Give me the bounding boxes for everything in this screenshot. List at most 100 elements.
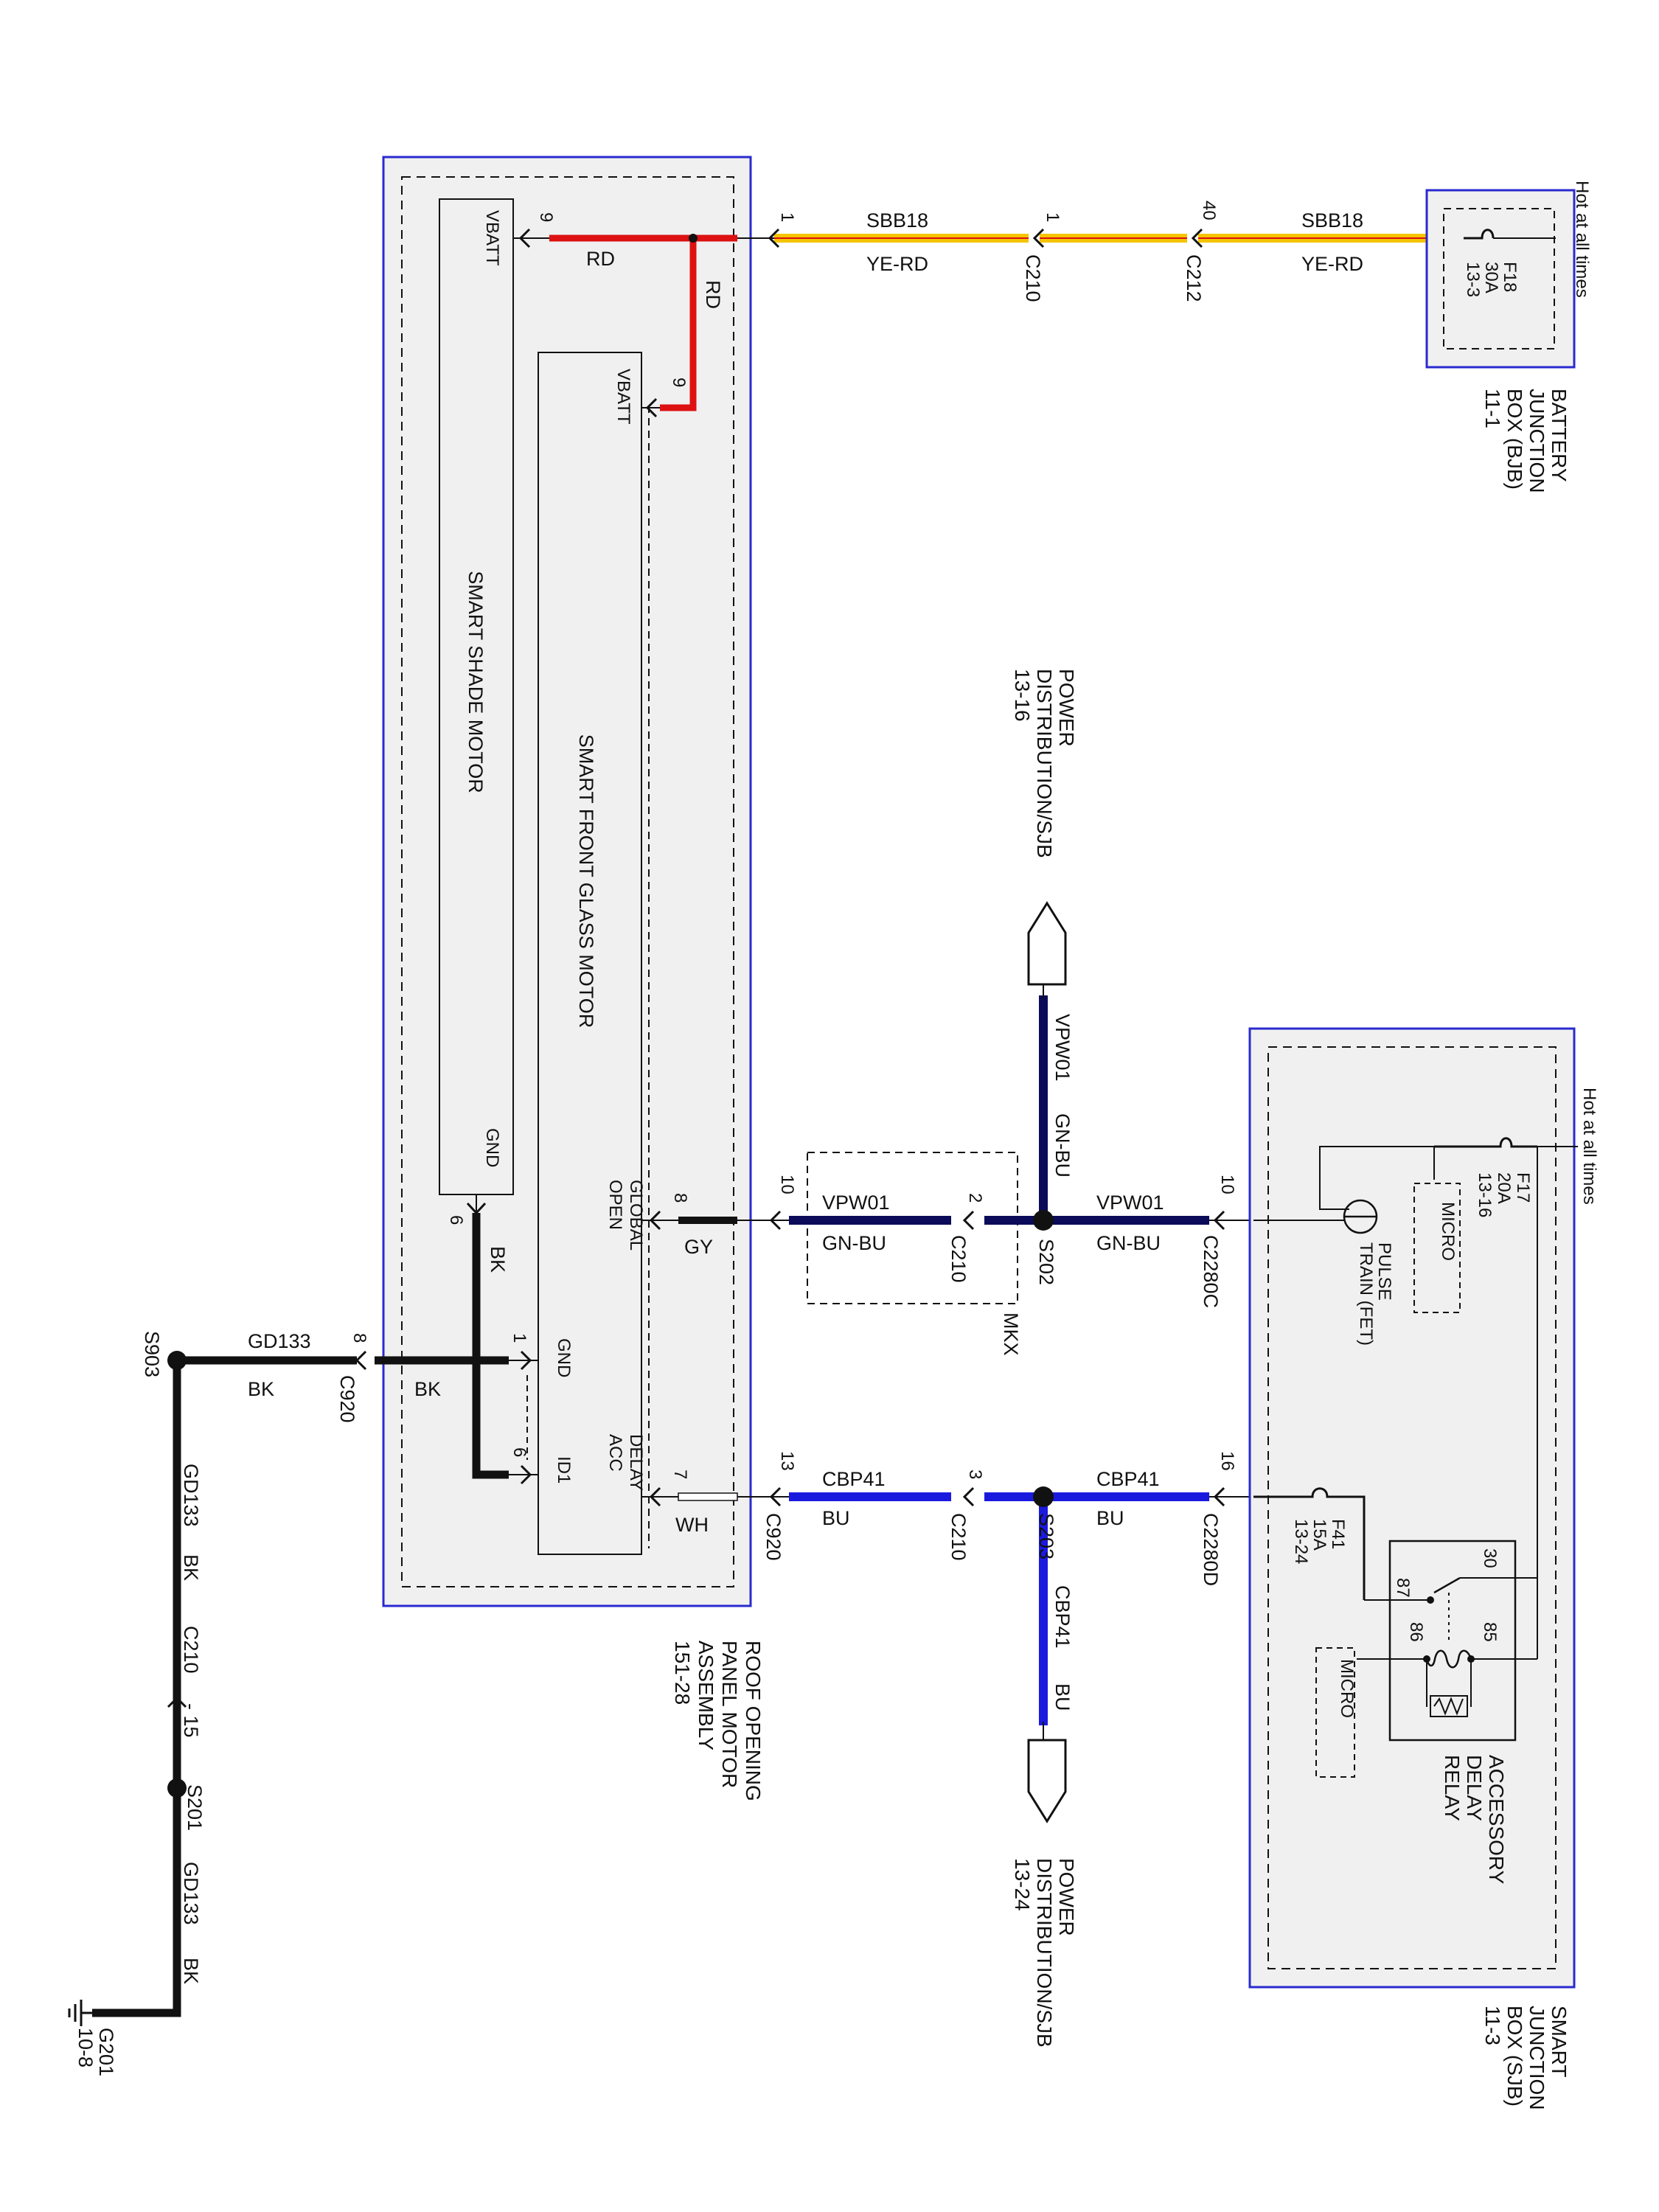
relay-pin-86-label: 86 (1406, 1622, 1426, 1642)
c210-top-label: C210 (1022, 254, 1044, 302)
power-dist-top-2: DISTRIBUTION/SJB (1033, 669, 1056, 858)
c920-gnd-label: C920 (336, 1375, 358, 1423)
f17-fuse-icon (1434, 1137, 1537, 1148)
s202-label: S202 (1035, 1239, 1057, 1285)
power-dist-top-1: POWER (1055, 669, 1078, 747)
vpw01-pin-c210: 2 (965, 1193, 985, 1203)
s903-splice-dot (167, 1351, 187, 1370)
cbp41-right-label: CBP41 (1096, 1468, 1160, 1490)
sbb18-arrow-left (768, 228, 780, 248)
cbp41-right-color: BU (1096, 1507, 1124, 1529)
vpw01-c210-connector (962, 1210, 975, 1231)
s203-splice-dot (1033, 1486, 1054, 1507)
c2280d-connector (1213, 1486, 1225, 1507)
glass-gnd-arrow (520, 1350, 532, 1371)
rd-horizontal-label: RD (586, 248, 615, 270)
pulse-train-label-1: PULSE (1374, 1242, 1394, 1301)
rd-wire-branch (660, 238, 697, 411)
cbp41-vertical-color: BU (1051, 1683, 1074, 1711)
top-pin-left: 1 (777, 212, 797, 222)
cbp41-vertical-label: CBP41 (1051, 1585, 1074, 1649)
g201-label: G201 (95, 2028, 117, 2076)
accessory-delay-relay-box (1388, 1540, 1517, 1742)
power-dist-bottom-3: 13-24 (1011, 1858, 1034, 1911)
delay-acc-arrow (649, 1486, 661, 1507)
sjb-title-1: SMART (1548, 2006, 1571, 2078)
c2280d-label: C2280D (1200, 1513, 1222, 1586)
vpw01-left-color: GN-BU (822, 1232, 886, 1254)
c210-mid-label: C210 (947, 1235, 970, 1283)
micro-bottom-box (1315, 1647, 1355, 1778)
c210-top-connector (1032, 228, 1045, 248)
glass-gnd-label: GND (554, 1338, 574, 1377)
smart-shade-motor-label: SMART SHADE MOTOR (465, 571, 487, 793)
roof-panel-title-1: ROOF OPENING (742, 1641, 765, 1801)
glass-delay-acc-label-1: DELAY (626, 1434, 646, 1491)
c920-gnd-pin: 8 (349, 1333, 369, 1343)
bjb-dashed-boundary (1443, 208, 1555, 349)
sjb-title-2: JUNCTION (1526, 2006, 1548, 2110)
bjb-title-3: BOX (BJB) (1503, 389, 1526, 490)
shade-vbatt-label: VBATT (482, 210, 502, 266)
glass-vbatt-label: VBATT (613, 369, 633, 425)
power-dist-bottom-arrow (1027, 1739, 1067, 1823)
cbp41-pin-left: 13 (777, 1451, 797, 1471)
gd133-low-label: GD133 (180, 1862, 202, 1925)
battery-junction-box (1425, 189, 1576, 369)
pin-shade-vbatt: 9 (536, 212, 556, 222)
glass-vbatt-arrow (645, 397, 658, 418)
relay-resistor-icon (1430, 1695, 1468, 1717)
c212-connector (1191, 228, 1203, 248)
micro-top-box (1413, 1183, 1461, 1313)
s903-label: S903 (141, 1331, 163, 1377)
mkx-label: MKX (1000, 1312, 1022, 1356)
c2280c-label: C2280C (1200, 1235, 1222, 1308)
relay-resistor-zigzag (1433, 1697, 1464, 1716)
f41-ref: 13-24 (1291, 1519, 1311, 1564)
gd133-low-color: BK (180, 1958, 202, 1984)
vpw01-vertical-label: VPW01 (1051, 1014, 1074, 1082)
gd133-mid-color: BK (180, 1554, 202, 1581)
pulse-train-label-2: TRAIN (FET) (1356, 1242, 1376, 1346)
pin-delay-acc: 7 (670, 1470, 690, 1479)
gd133-top-label: GD133 (248, 1330, 311, 1352)
power-dist-bottom-1: POWER (1055, 1858, 1078, 1936)
sbb18-right-label: SBB18 (1301, 209, 1363, 232)
relay-switch-blade (1433, 1576, 1461, 1594)
smart-front-glass-motor-box (538, 352, 642, 1555)
vpw01-pin-left: 10 (777, 1175, 797, 1194)
s201-label: S201 (184, 1784, 206, 1831)
sjb-hot-label: Hot at all times (1579, 1088, 1599, 1205)
bjb-title-4: 11-1 (1481, 389, 1504, 428)
c210-bottom-label: C210 (947, 1513, 970, 1561)
c920-gnd-connector (355, 1350, 367, 1371)
smart-front-glass-motor-label: SMART FRONT GLASS MOTOR (575, 734, 597, 1029)
f18-rating: 30A (1481, 262, 1501, 293)
f18-ref: 13-3 (1463, 262, 1483, 297)
bjb-title-2: JUNCTION (1526, 389, 1548, 493)
bk-inner-label: BK (414, 1378, 441, 1400)
f41-fuse-icon (1253, 1487, 1366, 1600)
gy-label: GY (684, 1236, 713, 1258)
roof-panel-title-3: ASSEMBLY (695, 1641, 717, 1750)
mkx-dashed-box (807, 1152, 1018, 1304)
sjb-title-3: BOX (SJB) (1503, 2006, 1526, 2107)
vpw01-left-label: VPW01 (822, 1192, 890, 1214)
glass-delay-acc-label-2: ACC (605, 1434, 625, 1472)
relay-dot-85 (1467, 1655, 1475, 1663)
bjb-hot-label: Hot at all times (1572, 181, 1592, 298)
vpw01-vertical-color: GN-BU (1051, 1113, 1074, 1178)
g201-ref: 10-8 (74, 2028, 97, 2067)
roof-panel-title-2: PANEL MOTOR (718, 1641, 741, 1788)
relay-pin-30-label: 30 (1480, 1548, 1500, 1568)
vpw01-pin-right: 10 (1217, 1175, 1237, 1194)
roof-panel-title-4: 151-28 (671, 1641, 694, 1705)
glass-id1-label: ID1 (554, 1456, 574, 1484)
global-open-arrow (649, 1210, 661, 1231)
shade-vbatt-arrow (518, 228, 531, 248)
roof-panel-dashed-boundary (401, 176, 734, 1587)
pulse-train-loop (1319, 1146, 1434, 1210)
glass-global-open-label-2: OPEN (605, 1180, 625, 1230)
bk-vertical-label: BK (487, 1246, 509, 1273)
